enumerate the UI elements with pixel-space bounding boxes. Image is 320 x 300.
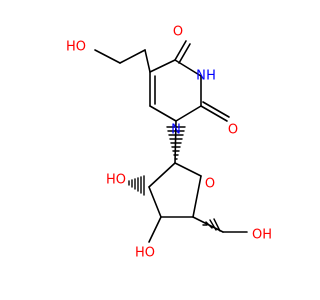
stereo-hash	[205, 221, 213, 229]
bond-c5-c4	[149, 59, 176, 73]
bond-n1-c6	[149, 105, 177, 122]
atom-label-o-right: O	[228, 123, 238, 138]
atom-labels: HO O H N O N O HO HO OH	[66, 25, 272, 261]
atom-label-ho-top: HO	[66, 40, 86, 55]
bond-c2prime-c3prime	[148, 186, 162, 218]
stereo-hash	[213, 218, 221, 232]
molecule-canvas: HO O H N O N O HO HO OH	[65, 24, 273, 261]
atom-label-o-top: O	[173, 25, 183, 40]
atom-label-ring-o: O	[205, 177, 215, 192]
atom-label-ho-left-upper: HO	[106, 173, 126, 188]
bond-c3prime-oh	[148, 216, 162, 243]
bond-c2-o	[200, 105, 228, 122]
bond-c4-o	[174, 40, 187, 61]
bond-c2-o-double	[202, 101, 230, 118]
bond-c1prime-c2prime	[148, 162, 176, 188]
bond-ch2-c5	[144, 49, 151, 73]
atom-label-h: H	[206, 69, 216, 84]
atom-label-ho-left-lower: HO	[135, 246, 155, 261]
bond-ch2-ch2	[119, 49, 146, 64]
atom-label-oh-right: OH	[252, 228, 272, 243]
bonds	[94, 40, 248, 243]
stereo-hash	[209, 219, 217, 231]
atom-label-n-mid: N	[171, 123, 181, 138]
bond-n1-c1prime	[174, 120, 177, 164]
bond-c2-n1	[175, 105, 202, 122]
bond-ho-ch2	[94, 49, 121, 64]
bond-c4-o-double	[178, 43, 191, 64]
bond-c4-n3	[174, 59, 202, 77]
bond-c4prime-o	[192, 175, 202, 218]
stereo-hashes	[128, 126, 221, 232]
bond-c1prime-o	[174, 162, 202, 177]
atom-label-n-top: N	[196, 69, 206, 84]
molecule-structure: HO O H N O N O HO HO OH	[66, 25, 272, 261]
